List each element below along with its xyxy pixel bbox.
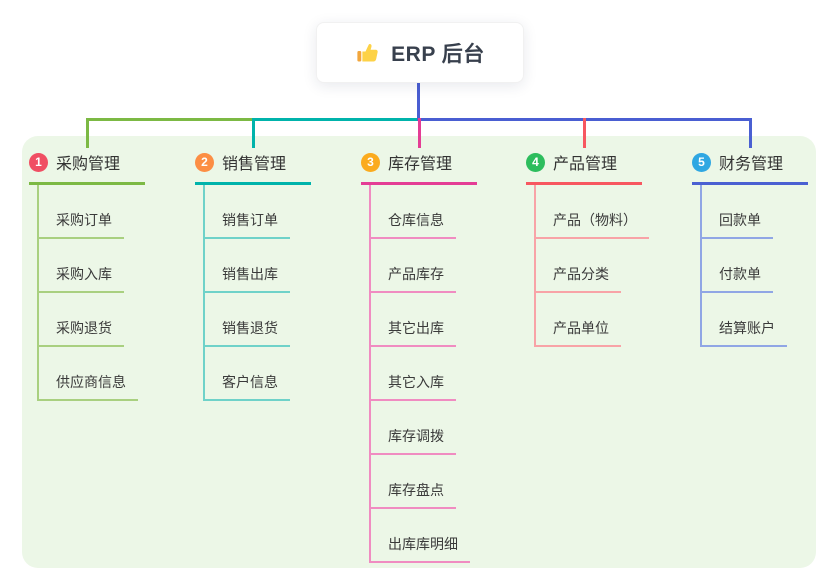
child-node-row: 产品（物料）	[536, 185, 649, 239]
branch-children: 回款单付款单结算账户	[700, 185, 808, 347]
branch-children: 销售订单销售出库销售退货客户信息	[203, 185, 311, 401]
child-node[interactable]: 产品库存	[371, 264, 456, 293]
child-node-row: 其它入库	[371, 347, 477, 401]
connector-line	[251, 118, 419, 121]
child-node-row: 客户信息	[205, 347, 311, 401]
child-node[interactable]: 仓库信息	[371, 210, 456, 239]
root-title: ERP 后台	[391, 42, 485, 66]
branch-children: 产品（物料） 产品分类产品单位	[534, 185, 649, 347]
branch-number-badge: 2	[195, 152, 214, 172]
child-node-row: 销售退货	[205, 293, 311, 347]
child-node[interactable]: 销售出库	[205, 264, 290, 293]
branch-1: 1 采购管理采购订单采购入库采购退货供应商信息	[29, 150, 145, 401]
branch-children: 仓库信息产品库存其它出库其它入库库存调拨库存盘点出库库明细	[369, 185, 477, 563]
child-node-row: 采购入库	[39, 239, 145, 293]
child-node[interactable]: 采购订单	[39, 210, 124, 239]
branch-label: 采购管理	[56, 156, 121, 173]
child-node-row: 出库库明细	[371, 509, 477, 563]
child-node-row: 产品库存	[371, 239, 477, 293]
connector-line	[251, 118, 255, 148]
child-node[interactable]: 出库库明细	[371, 534, 470, 563]
child-node-row: 销售出库	[205, 239, 311, 293]
thumbs-up-icon	[355, 40, 381, 66]
branch-node[interactable]: 2 销售管理	[195, 150, 311, 185]
branch-node[interactable]: 4 产品管理	[526, 150, 642, 185]
child-node-row: 销售订单	[205, 185, 311, 239]
child-node[interactable]: 销售订单	[205, 210, 290, 239]
child-node[interactable]: 产品单位	[536, 318, 621, 347]
connector-line	[748, 118, 752, 148]
child-node[interactable]: 客户信息	[205, 372, 290, 401]
child-node[interactable]: 产品（物料）	[536, 210, 649, 239]
child-node-row: 库存盘点	[371, 455, 477, 509]
child-node-row: 产品单位	[536, 293, 642, 347]
connector-line	[417, 83, 420, 121]
child-node[interactable]: 付款单	[702, 264, 773, 293]
child-node-row: 回款单	[702, 185, 808, 239]
child-node[interactable]: 回款单	[702, 210, 773, 239]
branch-number-badge: 4	[526, 152, 545, 172]
branch-3: 3 库存管理仓库信息产品库存其它出库其它入库库存调拨库存盘点出库库明细	[361, 150, 477, 563]
child-node-row: 供应商信息	[39, 347, 145, 401]
child-node[interactable]: 供应商信息	[39, 372, 138, 401]
child-node-row: 库存调拨	[371, 401, 477, 455]
child-node-row: 付款单	[702, 239, 808, 293]
branches-panel	[22, 136, 816, 568]
branch-node[interactable]: 3 库存管理	[361, 150, 477, 185]
branch-label: 产品管理	[553, 156, 618, 173]
root-node[interactable]: ERP 后台	[316, 22, 524, 83]
child-node[interactable]: 销售退货	[205, 318, 290, 347]
child-node-row: 结算账户	[702, 293, 808, 347]
child-node-row: 仓库信息	[371, 185, 477, 239]
branch-label: 销售管理	[222, 156, 287, 173]
child-node-row: 产品分类	[536, 239, 642, 293]
branch-number-badge: 1	[29, 152, 48, 172]
child-node[interactable]: 产品分类	[536, 264, 621, 293]
child-node[interactable]: 其它入库	[371, 372, 456, 401]
branch-children: 采购订单采购入库采购退货供应商信息	[37, 185, 145, 401]
branch-node[interactable]: 1 采购管理	[29, 150, 145, 185]
branch-number-badge: 5	[692, 152, 711, 172]
child-node-row: 其它出库	[371, 293, 477, 347]
branch-label: 库存管理	[388, 156, 453, 173]
connector-line	[582, 118, 586, 148]
child-node[interactable]: 结算账户	[702, 318, 787, 347]
connector-line	[417, 118, 421, 148]
branch-2: 2 销售管理销售订单销售出库销售退货客户信息	[195, 150, 311, 401]
branch-4: 4 产品管理产品（物料） 产品分类产品单位	[526, 150, 649, 347]
connector-line	[85, 118, 253, 121]
child-node-row: 采购退货	[39, 293, 145, 347]
child-node[interactable]: 采购入库	[39, 264, 124, 293]
child-node[interactable]: 库存调拨	[371, 426, 456, 455]
child-node[interactable]: 采购退货	[39, 318, 124, 347]
branch-label: 财务管理	[719, 156, 784, 173]
branch-node[interactable]: 5 财务管理	[692, 150, 808, 185]
child-node[interactable]: 其它出库	[371, 318, 456, 347]
branch-5: 5 财务管理回款单付款单结算账户	[692, 150, 808, 347]
branch-number-badge: 3	[361, 152, 380, 172]
connector-line	[85, 118, 89, 148]
child-node-row: 采购订单	[39, 185, 145, 239]
child-node[interactable]: 库存盘点	[371, 480, 456, 509]
